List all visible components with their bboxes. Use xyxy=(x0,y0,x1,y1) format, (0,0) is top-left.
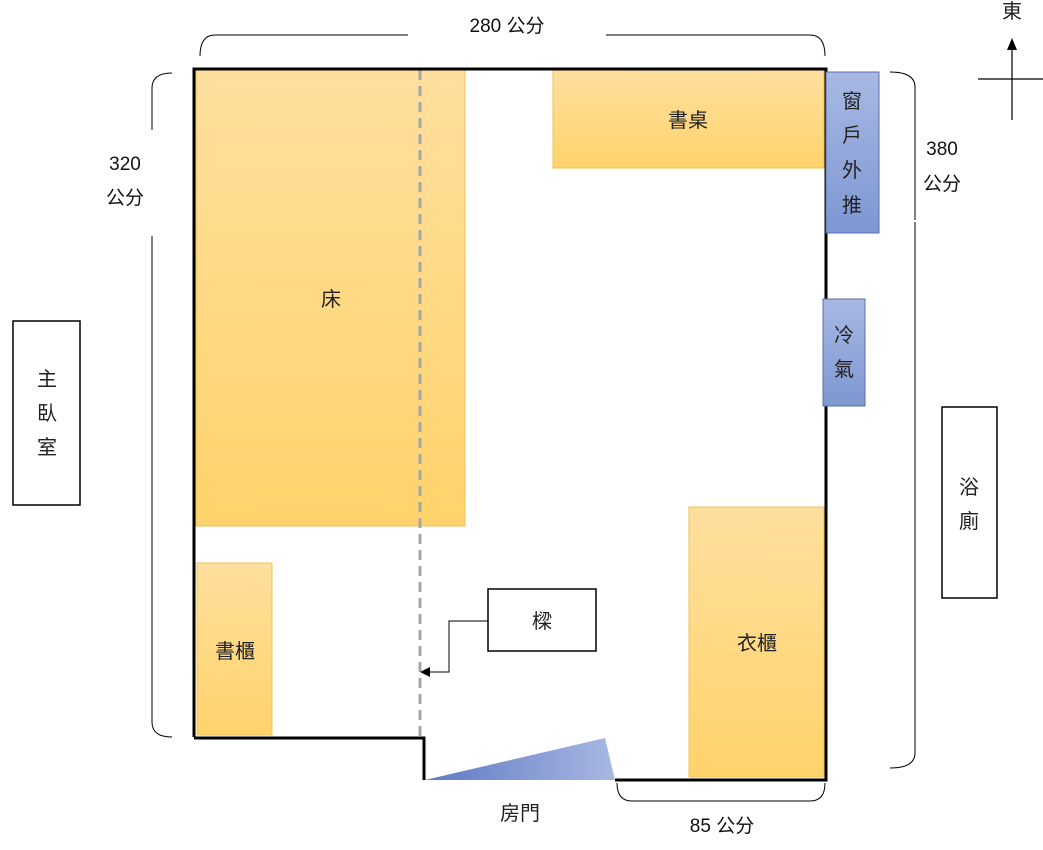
door-gap-label: 85 公分 xyxy=(690,815,754,837)
air-conditioner-char-2: 氣 xyxy=(834,357,854,381)
right-length-value: 380 xyxy=(926,139,958,160)
bathroom-char-2: 廁 xyxy=(959,509,979,533)
bed: 床 xyxy=(195,69,466,527)
master-bedroom-char-2: 臥 xyxy=(37,401,57,425)
window-char-3: 外 xyxy=(842,158,862,182)
bottom-dimension: 85 公分 xyxy=(616,782,826,837)
desk-label: 書桌 xyxy=(668,108,708,132)
master-bedroom-char-3: 室 xyxy=(37,435,57,459)
bookcase-label: 書櫃 xyxy=(215,639,255,663)
beam-callout: 樑 xyxy=(420,588,597,677)
beam-label: 樑 xyxy=(532,609,552,633)
top-dimension: 280 公分 xyxy=(199,15,826,57)
beam-callout-box xyxy=(487,588,597,652)
left-length-unit: 公分 xyxy=(106,187,144,209)
top-dimension-bracket-left xyxy=(199,34,408,57)
left-dimension-bracket-bottom xyxy=(151,236,173,738)
door-label: 房門 xyxy=(500,801,540,825)
bathroom-box: 浴 廁 xyxy=(941,406,998,599)
master-bedroom-box: 主 臥 室 xyxy=(12,320,81,506)
top-width-label: 280 公分 xyxy=(470,15,545,37)
window-char-1: 窗 xyxy=(842,89,862,113)
bookcase: 書櫃 xyxy=(196,562,273,736)
beam-callout-arrow xyxy=(420,620,488,677)
desk: 書桌 xyxy=(552,69,825,169)
door-side-wall xyxy=(194,736,426,780)
compass: 東 xyxy=(978,0,1043,120)
air-conditioner: 冷 氣 xyxy=(822,298,866,407)
walls xyxy=(192,67,828,782)
window-char-2: 戶 xyxy=(842,123,862,147)
wardrobe-label: 衣櫃 xyxy=(737,631,777,655)
air-conditioner-char-1: 冷 xyxy=(834,323,854,347)
compass-arrow-icon xyxy=(1007,38,1017,50)
wardrobe: 衣櫃 xyxy=(688,506,825,778)
door-swing-icon xyxy=(425,738,615,780)
bed-label: 床 xyxy=(321,287,341,311)
window-char-4: 推 xyxy=(842,193,862,217)
top-dimension-bracket-right xyxy=(606,34,826,57)
left-dimension: 320 公分 xyxy=(106,72,173,738)
right-dimension-bracket-top xyxy=(889,71,916,220)
window: 窗 戶 外 推 xyxy=(825,71,880,234)
right-dimension-bracket-bottom xyxy=(889,222,916,769)
door: 房門 xyxy=(425,738,615,825)
bottom-dimension-bracket xyxy=(616,782,826,802)
bathroom-char-1: 浴 xyxy=(959,475,979,499)
master-bedroom-char-1: 主 xyxy=(37,367,57,391)
left-length-value: 320 xyxy=(109,154,141,175)
right-length-unit: 公分 xyxy=(923,173,961,195)
compass-direction-label: 東 xyxy=(1002,0,1022,23)
left-dimension-bracket-top xyxy=(151,72,173,130)
right-dimension: 380 公分 xyxy=(889,71,961,769)
outer-wall xyxy=(192,67,828,782)
